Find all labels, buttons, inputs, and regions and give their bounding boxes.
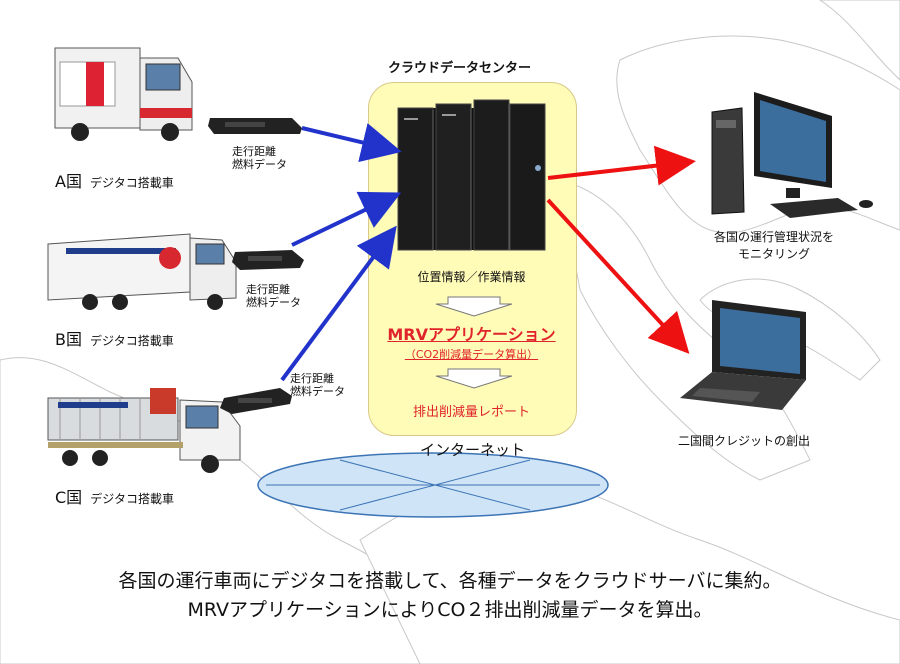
desktop-pc-icon [711,92,873,218]
digitacho-device-a-icon [208,118,302,134]
mrv-app-subtitle: （CO2削減量データ算出） [404,348,539,361]
emission-report-label: 排出削減量レポート [412,405,530,420]
truck-b-icon [47,233,237,310]
truck-b-country: B国 [55,330,82,349]
laptop-caption: 二国間クレジットの創出 [678,434,811,448]
footer-line-2: MRVアプリケーションによりCO２排出削減量データを算出。 [187,599,713,621]
server-rack-icon [397,99,546,251]
desktop-caption-line2: モニタリング [738,247,811,261]
truck-b-data-label: 走行距離 燃料データ [246,283,301,309]
truck-c-icon [47,388,241,473]
arrow-cloud-to-laptop [546,198,690,354]
desktop-caption-line1: 各国の運行管理状況を [714,230,835,244]
truck-b-caption: B国デジタコ搭載車 [55,326,174,350]
arrow-a-to-cloud [301,123,402,163]
mrv-app-title: MRVアプリケーション [387,325,556,344]
truck-c-caption: C国デジタコ搭載車 [55,484,174,508]
truck-c-country: C国 [55,488,83,507]
truck-c-data-line1: 走行距離 [290,372,334,385]
arrow-c-to-cloud [280,225,397,382]
truck-c-data-label: 走行距離 燃料データ [290,372,345,398]
internet-label: インターネット [420,441,526,459]
truck-c-device: デジタコ搭載車 [90,492,174,506]
truck-b-data-line1: 走行距離 [246,283,290,296]
truck-c-data-line2: 燃料データ [290,385,345,398]
arrow-cloud-to-desktop [547,145,696,186]
arrow-b-to-cloud [291,191,402,247]
datacenter-title: クラウドデータセンター [388,61,532,76]
truck-a-country: A国 [55,172,82,191]
digitacho-device-c-icon [220,388,292,414]
digitacho-device-b-icon [232,250,304,270]
truck-a-icon [54,47,193,141]
truck-b-device: デジタコ搭載車 [89,334,174,348]
footer-line-1: 各国の運行車両にデジタコを搭載して、各種データをクラウドサーバに集約。 [118,570,782,592]
down-arrow-2 [435,368,513,389]
desktop-caption: 各国の運行管理状況を モニタリング [714,228,834,262]
truck-a-data-label: 走行距離 燃料データ [232,145,287,171]
location-work-info-label: 位置情報／作業情報 [417,270,526,284]
down-arrow-1 [435,296,513,317]
truck-b-data-line2: 燃料データ [246,296,301,309]
laptop-icon [680,300,806,410]
truck-a-data-line2: 燃料データ [232,158,287,171]
truck-a-caption: A国デジタコ搭載車 [55,168,174,192]
truck-a-device: デジタコ搭載車 [89,176,174,190]
truck-a-data-line1: 走行距離 [232,145,276,158]
